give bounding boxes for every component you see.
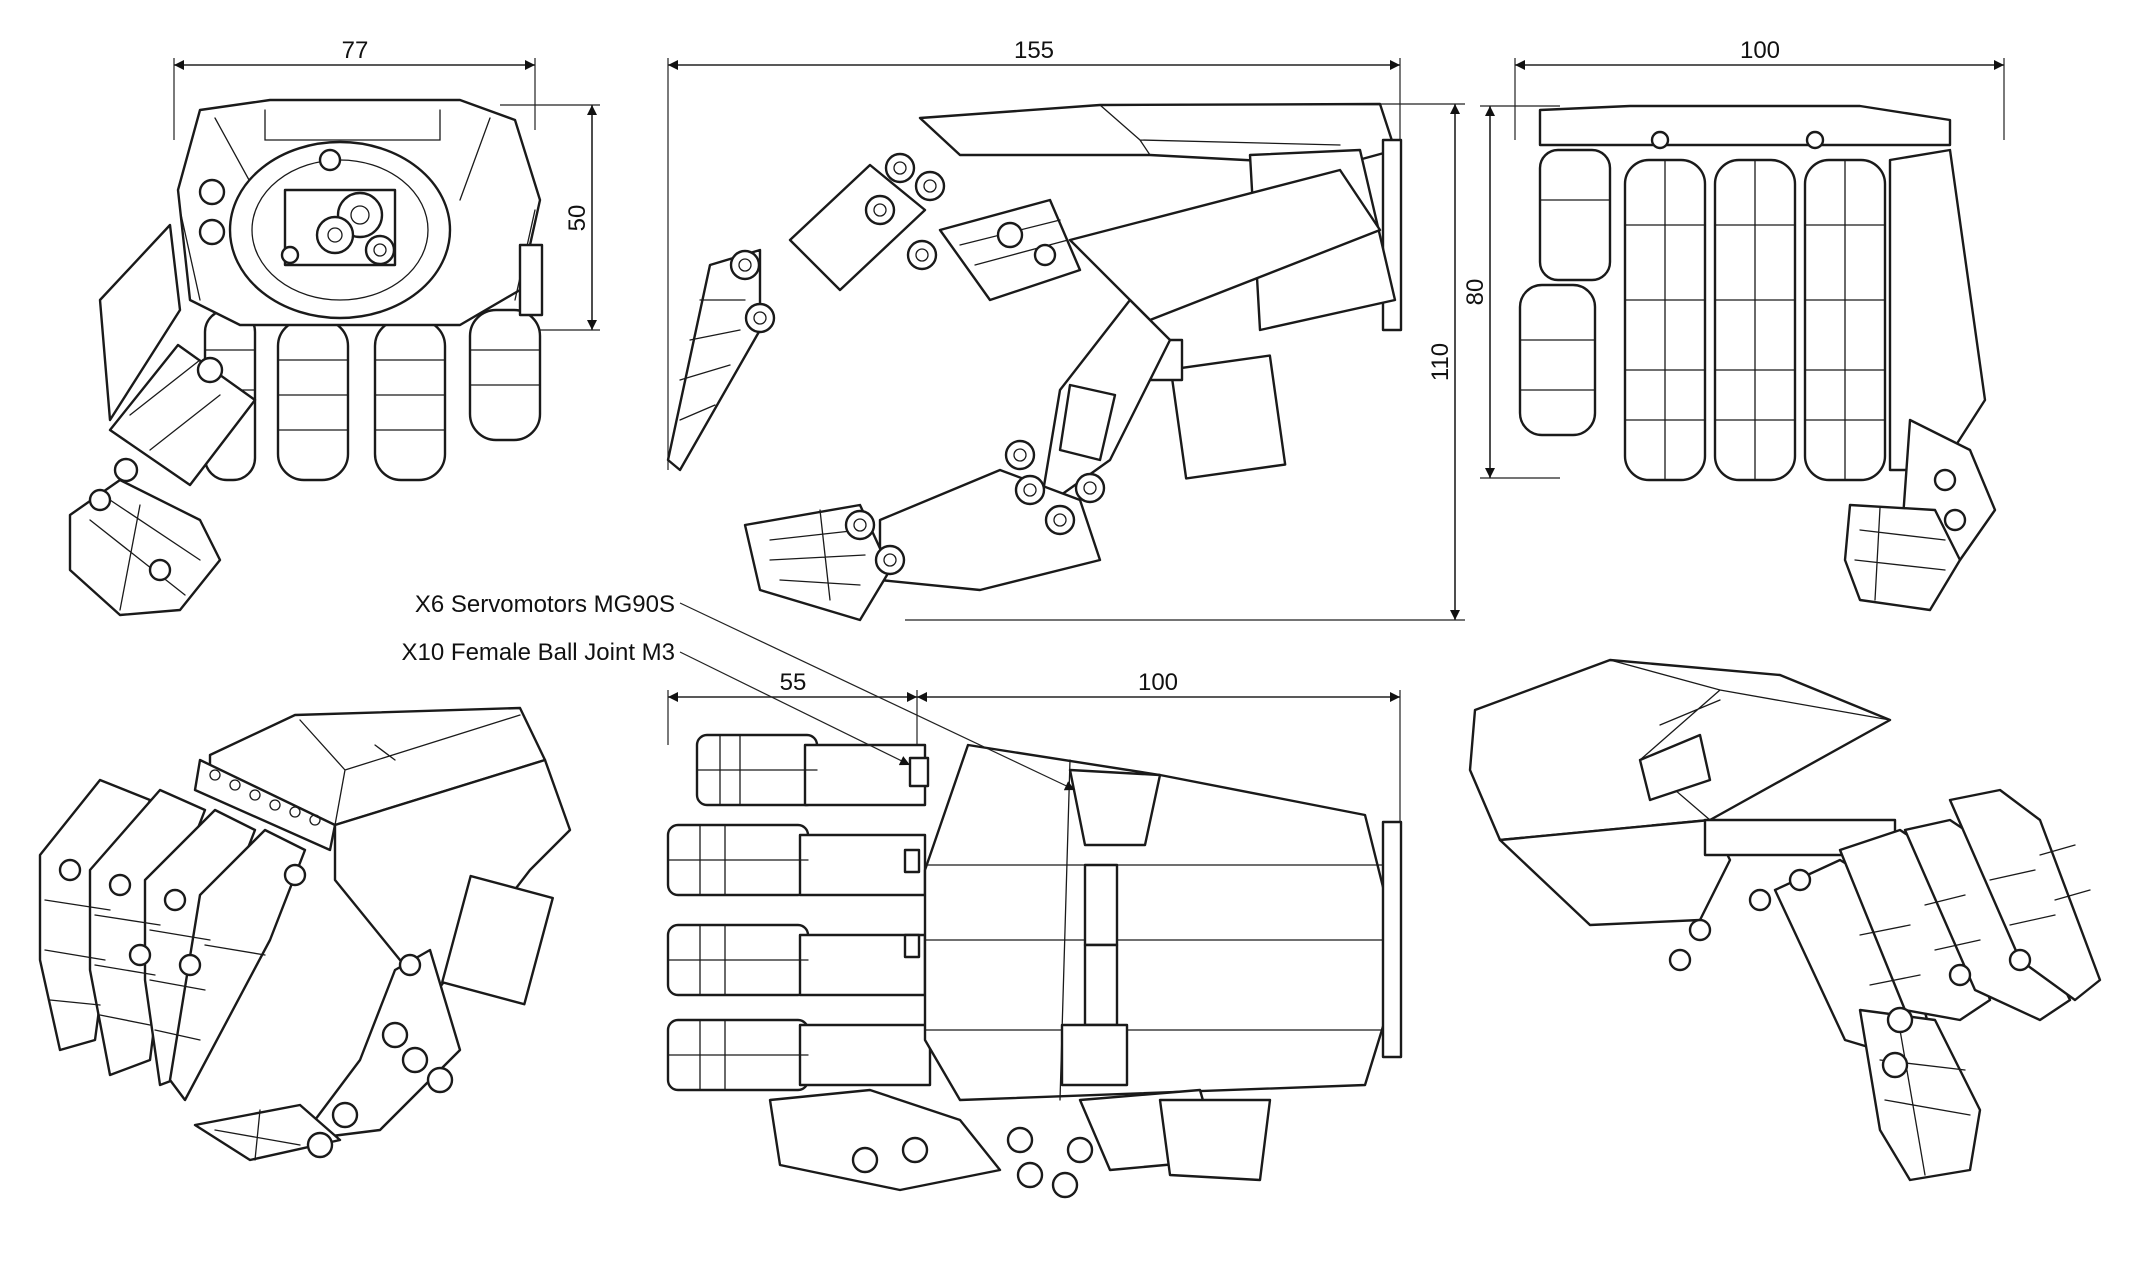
dimension-side-height: 110 [1427,343,1454,381]
finger-rows [666,733,932,1092]
side-view: 155 110 [666,37,1465,622]
isometric-view-left [38,706,572,1162]
front-view: 77 50 [68,37,600,617]
dimension-bottom-fingers: 55 [780,669,807,696]
dimension-side-length: 155 [1014,37,1054,64]
top-view: 100 80 [1462,37,2005,612]
callout-servos-label: X6 Servomotors MG90S [415,591,675,618]
callout-servos: X6 Servomotors MG90S [415,591,1076,791]
dimension-top-height: 80 [1462,279,1489,306]
dimension-top-width: 100 [1740,37,1780,64]
callout-ball-joints: X10 Female Ball Joint M3 [402,639,911,766]
dimension-front-width: 77 [342,37,369,64]
dimension-bottom-palm: 100 [1138,669,1178,696]
isometric-view-right [1468,658,2102,1182]
callout-ball-joints-label: X10 Female Ball Joint M3 [402,639,675,666]
bottom-view: 55 100 [666,669,1403,1199]
dimension-front-height: 50 [564,205,591,232]
